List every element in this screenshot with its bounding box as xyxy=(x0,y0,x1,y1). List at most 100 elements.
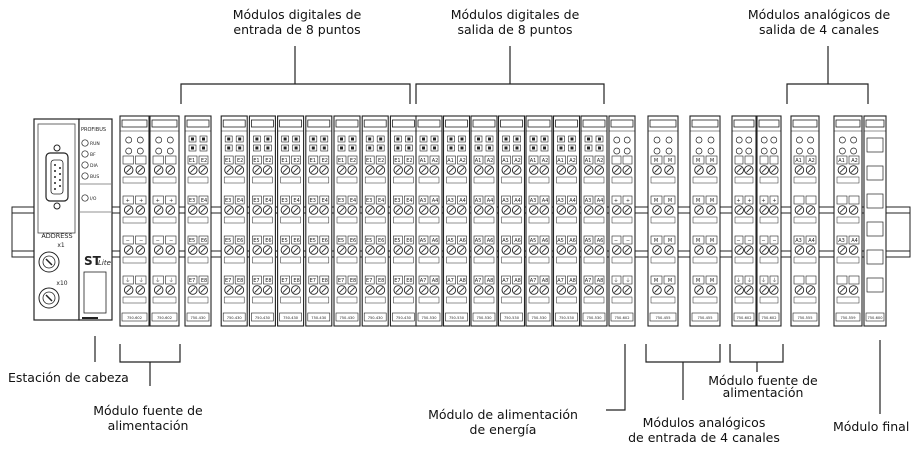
part-number: 750-555 xyxy=(797,316,812,320)
clamp-release xyxy=(760,297,778,303)
clamp-release xyxy=(337,177,357,183)
channel-label: E7 xyxy=(310,278,316,284)
status-led xyxy=(137,148,143,154)
status-led-dot xyxy=(295,138,298,141)
channel-label: A5 xyxy=(502,238,509,244)
logo-lite: Lite xyxy=(98,259,111,267)
channel-label: A6 xyxy=(514,238,521,244)
part-number: 750-530 xyxy=(449,316,465,320)
channel-label: A7 xyxy=(530,278,537,284)
channel-label: ⏚ xyxy=(761,277,766,284)
channel-label: E1 xyxy=(225,158,231,164)
io-module-do: A1A2A3A4A5A6A7A8750-530 xyxy=(526,116,552,326)
status-led xyxy=(156,137,162,143)
status-led-dot xyxy=(450,147,453,150)
channel-label-box xyxy=(806,276,816,284)
channel-label: E1 xyxy=(253,158,259,164)
status-led-dot xyxy=(323,147,326,150)
channel-label: E1 xyxy=(189,158,195,164)
channel-label: E6 xyxy=(350,238,356,244)
channel-label: A1 xyxy=(795,158,802,164)
clamp-release xyxy=(224,217,244,223)
channel-label: E3 xyxy=(366,198,372,204)
status-led-dot xyxy=(532,138,535,141)
status-led xyxy=(736,148,742,154)
module-top-latch xyxy=(280,120,302,127)
channel-label: − xyxy=(126,238,130,244)
channel-label: − xyxy=(747,238,751,244)
module-top-latch xyxy=(501,120,523,127)
module-top-latch xyxy=(734,120,754,127)
status-led-dot xyxy=(461,138,464,141)
channel-label: E2 xyxy=(350,158,356,164)
label-head-station-line1: Estación de cabeza xyxy=(8,370,129,385)
channel-label: A3 xyxy=(502,198,509,204)
channel-label: M xyxy=(668,278,672,284)
channel-label: E8 xyxy=(350,278,356,284)
label-digital-output-line1: Módulos digitales de xyxy=(437,7,593,22)
io-module-do: A1A2A3A4A5A6A7A8750-530 xyxy=(554,116,580,326)
clamp-release xyxy=(837,257,859,263)
channel-label: M xyxy=(696,278,700,284)
part-number: 750-430 xyxy=(339,316,355,320)
channel-label: − xyxy=(139,238,143,244)
channel-label: A6 xyxy=(597,238,604,244)
io-module-di: E1E2E3E4E5E6E7E8750-430 xyxy=(306,116,332,326)
io-module-di: E1E2E3E4E5E6E7E8750-430 xyxy=(185,116,211,326)
channel-label: E7 xyxy=(225,278,231,284)
clamp-release xyxy=(693,217,717,223)
channel-label: A3 xyxy=(838,238,845,244)
channel-label: E2 xyxy=(322,158,328,164)
clamp-release xyxy=(651,257,675,263)
channel-label: E3 xyxy=(394,198,400,204)
channel-label: A1 xyxy=(530,158,537,164)
module-top-latch xyxy=(392,120,414,127)
io-module-end: 750-600 xyxy=(864,116,886,326)
status-led xyxy=(624,137,630,143)
channel-label: M xyxy=(710,198,714,204)
io-modules: ++−−⏚⏚750-602++−−⏚⏚750-602E1E2E3E4E5E6E7… xyxy=(120,116,886,326)
channel-label-box xyxy=(794,196,804,204)
status-led xyxy=(614,137,620,143)
io-module-psu: ++−−⏚⏚750-602 xyxy=(757,116,781,326)
channel-label: E4 xyxy=(201,198,207,204)
channel-label: A7 xyxy=(502,278,509,284)
part-number: 750-602 xyxy=(736,316,751,320)
clamp-release xyxy=(502,177,522,183)
status-led-dot xyxy=(433,138,436,141)
io-module-psu: ++−−⏚⏚750-602 xyxy=(150,116,179,326)
channel-label: E5 xyxy=(394,238,400,244)
status-led-dot xyxy=(488,147,491,150)
part-number: 750-602 xyxy=(761,316,776,320)
clamp-release xyxy=(529,257,549,263)
channel-label: A5 xyxy=(447,238,454,244)
channel-label: A3 xyxy=(420,198,427,204)
address-switch-x10[interactable] xyxy=(39,288,59,308)
clamp-release xyxy=(309,177,329,183)
channel-label: A8 xyxy=(459,278,466,284)
clamp-release xyxy=(612,257,632,263)
clamp-release xyxy=(252,177,272,183)
clamp-release xyxy=(794,257,816,263)
module-top-latch xyxy=(308,120,330,127)
channel-label: A6 xyxy=(432,238,439,244)
channel-label-box xyxy=(735,156,743,164)
channel-label: − xyxy=(614,238,618,244)
channel-label: + xyxy=(736,198,740,204)
status-led xyxy=(808,148,814,154)
channel-label: E6 xyxy=(237,238,243,244)
channel-label: A3 xyxy=(447,198,454,204)
channel-label: A3 xyxy=(530,198,537,204)
module-top-latch xyxy=(122,120,147,127)
clamp-release xyxy=(837,297,859,303)
channel-label-box xyxy=(760,156,768,164)
module-top-latch xyxy=(793,120,817,127)
part-number: 750-600 xyxy=(867,316,883,320)
status-led-dot xyxy=(543,147,546,150)
channel-label-box xyxy=(745,156,753,164)
address-switch-x1[interactable] xyxy=(39,252,59,272)
status-led-dot xyxy=(340,138,343,141)
status-led-dot xyxy=(407,138,410,141)
channel-label: + xyxy=(772,198,776,204)
